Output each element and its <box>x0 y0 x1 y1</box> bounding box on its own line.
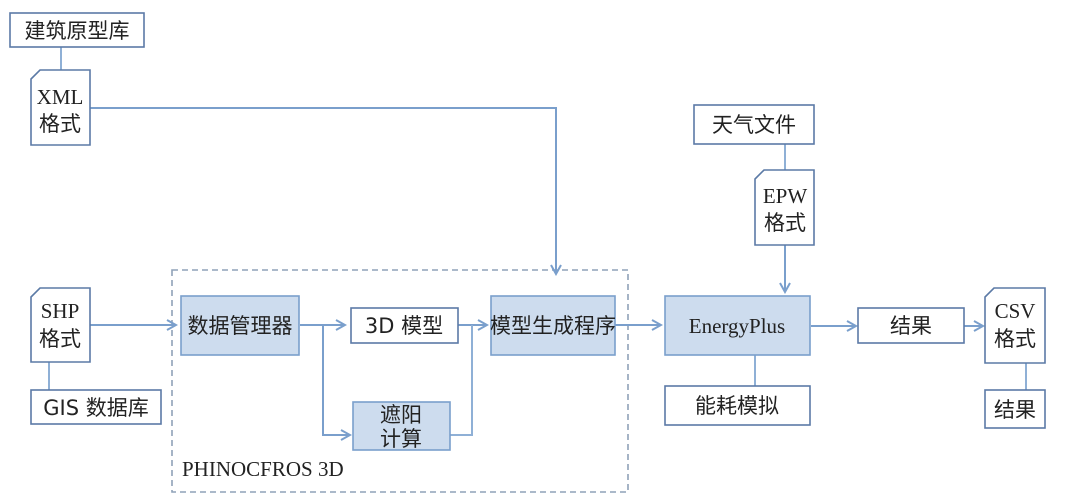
weather-file-label: 天气文件 <box>712 113 796 137</box>
csv-format-doc <box>984 287 1046 364</box>
model-generator-box <box>490 295 616 356</box>
shp-format-doc <box>30 287 91 363</box>
gis-database-box <box>30 389 162 425</box>
csv-label-2: 格式 <box>994 327 1036 351</box>
building-library-box <box>9 12 145 48</box>
csv-label-1: CSV <box>995 299 1036 323</box>
shading-calc-box <box>352 401 451 451</box>
csv-result-label: 结果 <box>994 398 1036 422</box>
result-label: 结果 <box>890 314 932 338</box>
model-generator-label: 模型生成程序 <box>490 314 616 338</box>
epw-format-doc <box>754 169 815 246</box>
epw-label-2: 格式 <box>764 211 806 235</box>
building-library-label: 建筑原型库 <box>25 19 130 43</box>
model-3d-box <box>350 307 459 344</box>
data-manager-label: 数据管理器 <box>188 314 293 338</box>
result-box <box>857 307 965 344</box>
shp-label-1: SHP <box>41 299 80 323</box>
arrow-xml-generator <box>90 107 556 274</box>
data-manager-box <box>180 295 300 356</box>
epw-label-1: EPW <box>763 184 808 208</box>
energy-simulation-label: 能耗模拟 <box>695 394 779 418</box>
model-3d-label: 3D 模型 <box>365 314 443 338</box>
gis-database-label: GIS 数据库 <box>43 396 148 420</box>
weather-file-box <box>693 104 815 145</box>
shading-label-1: 遮阳 <box>380 403 422 427</box>
energyplus-box <box>664 295 811 356</box>
xml-label-1: XML <box>37 85 84 109</box>
xml-format-doc <box>30 69 91 146</box>
xml-label-2: 格式 <box>39 112 81 136</box>
energy-simulation-box <box>664 385 811 426</box>
group-label: PHINOCFROS 3D <box>182 457 344 481</box>
phinocfros-group <box>171 269 629 493</box>
connector-shading-generator <box>450 325 473 436</box>
arrow-dm-shading <box>322 325 350 435</box>
shp-label-2: 格式 <box>39 327 81 351</box>
csv-result-box <box>984 389 1046 429</box>
shading-label-2: 计算 <box>380 427 422 451</box>
energyplus-label: EnergyPlus <box>689 314 785 338</box>
